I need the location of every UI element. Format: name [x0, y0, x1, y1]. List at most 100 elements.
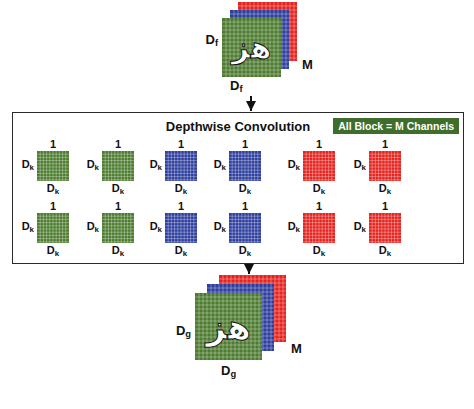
kernel-filter: 1DkDk: [37, 151, 69, 181]
grid-line: [369, 176, 401, 177]
grid-line: [229, 157, 261, 158]
grid-line: [279, 275, 280, 342]
dimension-label: Dk: [369, 244, 401, 256]
tag-text: All Block = M Channels: [338, 120, 454, 132]
grid-line: [369, 167, 401, 168]
dimension-label: Dg: [221, 363, 236, 378]
grid-line: [195, 297, 262, 298]
grid-line: [37, 219, 69, 220]
grid-line: [369, 216, 401, 217]
kernel-grid: [37, 213, 69, 243]
grid-line: [255, 293, 256, 360]
grid-line: [303, 235, 335, 236]
grid-line: [165, 222, 197, 223]
grid-line: [259, 293, 260, 360]
grid-line: [37, 216, 69, 217]
grid-line: [369, 173, 401, 174]
dimension-label: Dk: [37, 244, 69, 256]
grid-line: [369, 229, 401, 230]
grid-line: [229, 229, 261, 230]
grid-line: [303, 179, 335, 180]
grid-line: [165, 232, 197, 233]
grid-square: [195, 293, 262, 360]
dimension-label: Dk: [214, 220, 226, 232]
dimension-label: Dk: [22, 220, 34, 232]
grid-line: [286, 10, 287, 69]
channel-label: M: [302, 57, 313, 72]
grid-line: [37, 238, 69, 239]
grid-line: [165, 163, 197, 164]
grid-line: [222, 66, 281, 67]
depth-label: 1: [165, 200, 197, 212]
grid-line: [229, 163, 261, 164]
grid-line: [37, 163, 69, 164]
grid-square: [303, 213, 335, 243]
kernel-grid: [165, 151, 197, 181]
kernel-filter: 1DkDk: [229, 213, 261, 243]
grid-line: [229, 235, 261, 236]
grid-line: [102, 235, 134, 236]
grid-square: [102, 151, 134, 181]
kernel-grid: [229, 151, 261, 181]
dimension-label: Dk: [288, 220, 300, 232]
grid-line: [219, 283, 286, 284]
grid-square: [165, 213, 197, 243]
grid-line: [294, 2, 295, 61]
grid-line: [102, 232, 134, 233]
grid-line: [102, 160, 134, 161]
grid-line: [303, 229, 335, 230]
grid-line: [229, 241, 261, 242]
dimension-label: Dk: [150, 158, 162, 170]
grid-line: [195, 301, 262, 302]
grid-line: [275, 275, 276, 342]
grid-line: [165, 167, 197, 168]
dimension-label: Dk: [288, 158, 300, 170]
grid-line: [230, 14, 289, 15]
depth-label: 1: [369, 200, 401, 212]
grid-line: [303, 219, 335, 220]
depth-label: 1: [229, 200, 261, 212]
dimension-label: Dk: [303, 182, 335, 194]
dimension-label: Dk: [229, 182, 261, 194]
depth-label: 1: [303, 138, 335, 150]
grid-line: [369, 163, 401, 164]
kernel-filter: 1DkDk: [303, 213, 335, 243]
grid-line: [199, 293, 200, 360]
grid-line: [165, 170, 197, 171]
grid-line: [369, 157, 401, 158]
kernel-filter: 1DkDk: [229, 151, 261, 181]
grid-line: [303, 216, 335, 217]
grid-line: [369, 235, 401, 236]
grid-line: [303, 176, 335, 177]
grid-line: [165, 179, 197, 180]
dimension-label: Dk: [229, 244, 261, 256]
grid-line: [102, 173, 134, 174]
kernel-filter: 1DkDk: [165, 151, 197, 181]
grid-square: [37, 151, 69, 181]
depth-label: 1: [165, 138, 197, 150]
grid-line: [102, 238, 134, 239]
grid-line: [102, 229, 134, 230]
grid-line: [37, 170, 69, 171]
grid-line: [369, 154, 401, 155]
kernel-filter: 1DkDk: [37, 213, 69, 243]
grid-line: [37, 222, 69, 223]
dimension-label: Dk: [303, 244, 335, 256]
grid-line: [37, 173, 69, 174]
kernel-grid: [102, 213, 134, 243]
dimension-label: Dk: [150, 220, 162, 232]
grid-line: [229, 160, 261, 161]
dimension-label: Dk: [22, 158, 34, 170]
depth-label: 1: [37, 200, 69, 212]
grid-square: [369, 213, 401, 243]
grid-line: [229, 216, 261, 217]
kernel-grid: [369, 151, 401, 181]
grid-line: [303, 154, 335, 155]
grid-line: [369, 170, 401, 171]
grid-line: [219, 279, 286, 280]
operation-box: Depthwise ConvolutionAll Block = M Chann…: [12, 112, 464, 264]
kernel-grid: [102, 151, 134, 181]
kernel-grid: [303, 213, 335, 243]
grid-line: [303, 157, 335, 158]
grid-line: [369, 179, 401, 180]
